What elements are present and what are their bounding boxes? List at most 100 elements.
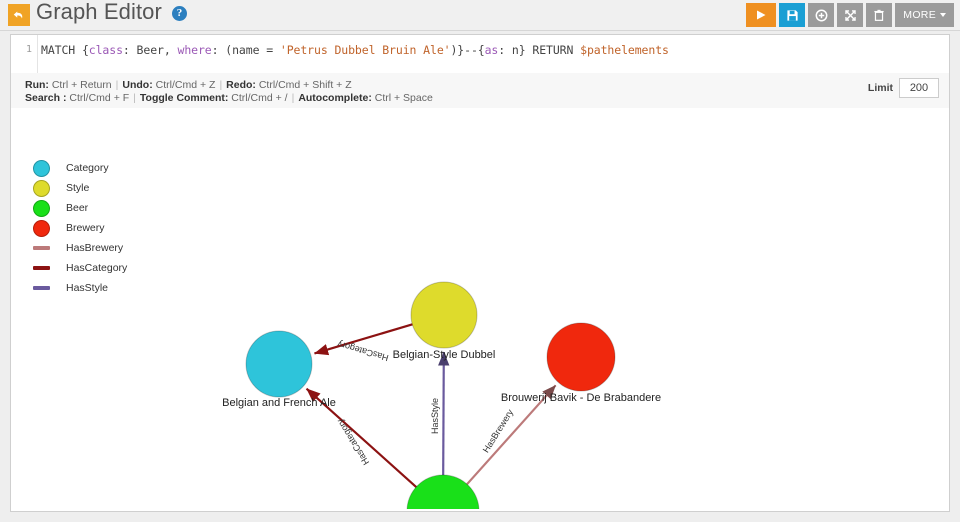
graph-edge-hascategory[interactable] — [314, 323, 414, 356]
line-number-gutter: 1 — [11, 35, 38, 73]
legend-node-dot — [33, 159, 50, 177]
shortcut-name: Autocomplete: — [298, 92, 372, 104]
graph-svg — [245, 281, 616, 509]
shortcut-keys: Ctrl + Space — [371, 92, 433, 104]
graph-node-label-style: Belgian-Style Dubbel — [392, 349, 496, 361]
shortcut-line-2: Search : Ctrl/Cmd + F|Toggle Comment: Ct… — [25, 92, 433, 104]
graph-node-style[interactable] — [410, 281, 478, 349]
limit-label: Limit — [867, 82, 893, 94]
shortcut-keys: Ctrl/Cmd + Z — [152, 79, 216, 91]
query-token: { — [81, 43, 89, 57]
legend-swatch — [33, 159, 59, 177]
expand-arrows-icon — [845, 9, 856, 21]
limit-input[interactable] — [899, 78, 939, 98]
legend-item-hascategory[interactable]: HasCategory — [33, 258, 127, 278]
shortcut-name: Run: — [25, 79, 49, 91]
header-toolbar: MORE — [746, 3, 954, 27]
legend-item-brewery[interactable]: Brewery — [33, 218, 127, 238]
legend-swatch — [33, 286, 59, 290]
legend-swatch — [33, 219, 59, 237]
shortcut-separator: | — [291, 92, 295, 104]
legend-label: Style — [66, 182, 90, 194]
shortcut-name: Toggle Comment: — [139, 92, 229, 104]
graph-edge-hascategory[interactable] — [305, 387, 418, 489]
undo-arrow-icon — [13, 11, 23, 19]
legend-item-hasbrewery[interactable]: HasBrewery — [33, 238, 127, 258]
graph-node-beer[interactable] — [406, 474, 480, 509]
play-icon — [757, 10, 766, 20]
legend-edge-line — [33, 246, 50, 250]
legend-swatch — [33, 179, 59, 197]
shortcut-separator: | — [219, 79, 223, 91]
more-button[interactable]: MORE — [895, 3, 954, 27]
legend-label: Beer — [66, 202, 89, 214]
query-token: where — [177, 43, 212, 57]
legend-node-dot — [33, 199, 50, 217]
run-button[interactable] — [746, 3, 777, 27]
graph-edge-label-hasstyle-2: HasStyle — [430, 397, 440, 435]
legend-swatch — [33, 246, 59, 250]
shortcut-line-1: Run: Ctrl + Return|Undo: Ctrl/Cmd + Z|Re… — [25, 79, 352, 91]
shortcut-name: Redo: — [226, 79, 256, 91]
query-code[interactable]: MATCH {class: Beer, where: (name = 'Petr… — [41, 43, 669, 57]
undo-button[interactable] — [8, 4, 30, 26]
graph-nodes — [245, 281, 616, 509]
graph-edge-hasbrewery[interactable] — [465, 384, 557, 486]
legend-label: HasStyle — [66, 282, 109, 294]
shortcut-keys: Ctrl/Cmd + F — [66, 92, 130, 104]
shortcut-bar: Run: Ctrl + Return|Undo: Ctrl/Cmd + Z|Re… — [11, 73, 949, 109]
chevron-down-icon — [940, 13, 946, 17]
legend-label: Brewery — [66, 222, 105, 234]
graph-node-label-brewery: Brouwerij Bavik - De Brabandere — [500, 392, 662, 404]
graph-node-brewery[interactable] — [546, 322, 616, 392]
legend-item-beer[interactable]: Beer — [33, 198, 127, 218]
fullscreen-button[interactable] — [837, 3, 864, 27]
query-editor[interactable]: 1 MATCH {class: Beer, where: (name = 'Pe… — [11, 35, 949, 74]
query-token: : (name = — [211, 43, 280, 57]
delete-button[interactable] — [866, 3, 893, 27]
query-token: MATCH — [41, 43, 82, 57]
legend-item-style[interactable]: Style — [33, 178, 127, 198]
page-title: Graph Editor — [36, 0, 162, 24]
query-token: : n} RETURN — [498, 43, 581, 57]
query-token: : Beer, — [122, 43, 178, 57]
legend-label: HasBrewery — [66, 242, 124, 254]
query-token: $pathelements — [580, 43, 669, 57]
more-button-label: MORE — [903, 9, 936, 21]
floppy-disk-icon — [787, 9, 798, 21]
shortcut-keys: Ctrl/Cmd + / — [228, 92, 288, 104]
save-button[interactable] — [779, 3, 806, 27]
legend-swatch — [33, 199, 59, 217]
query-token: )}--{ — [450, 43, 485, 57]
graph-edge-hasstyle[interactable] — [438, 351, 450, 477]
legend-edge-line — [33, 286, 50, 290]
query-token: 'Petrus Dubbel Bruin Ale' — [279, 43, 451, 57]
legend-item-category[interactable]: Category — [33, 158, 127, 178]
shortcut-separator: | — [133, 92, 136, 104]
graph-node-label-category: Belgian and French Ale — [222, 397, 336, 409]
query-token: as — [484, 43, 499, 57]
legend-swatch — [33, 266, 59, 270]
legend-node-dot — [33, 219, 50, 237]
editor-panel: 1 MATCH {class: Beer, where: (name = 'Pe… — [10, 34, 950, 512]
add-button[interactable] — [808, 3, 835, 27]
shortcut-name: Search : — [25, 92, 67, 104]
legend-node-dot — [33, 179, 50, 197]
limit-control: Limit — [868, 78, 939, 98]
legend-label: Category — [66, 162, 109, 174]
query-token: class — [88, 43, 123, 57]
shortcut-keys: Ctrl/Cmd + Shift + Z — [255, 79, 352, 91]
graph-node-category[interactable] — [245, 330, 313, 398]
plus-circle-icon — [815, 9, 828, 21]
shortcut-separator: | — [115, 79, 119, 91]
shortcut-name: Undo: — [122, 79, 153, 91]
trash-icon — [874, 9, 884, 21]
shortcut-keys: Ctrl + Return — [48, 79, 112, 91]
legend-item-hasstyle[interactable]: HasStyle — [33, 278, 127, 298]
legend-edge-line — [33, 266, 50, 270]
help-icon[interactable]: ? — [172, 6, 187, 21]
app-header: Graph Editor ? — [0, 0, 960, 31]
